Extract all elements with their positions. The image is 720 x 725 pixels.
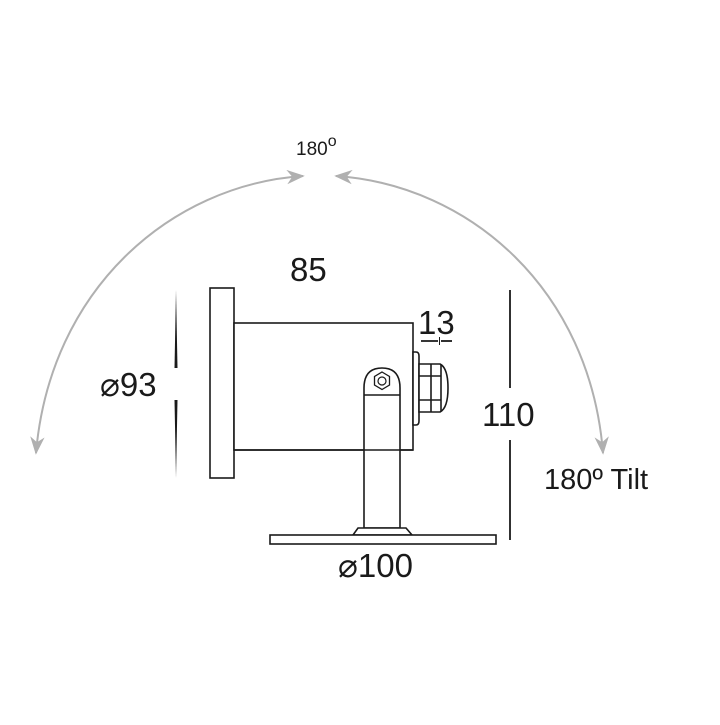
cable-gland xyxy=(418,363,449,413)
face-flange xyxy=(209,287,235,479)
base-diameter-label-100: ⌀100 xyxy=(338,547,413,584)
base-plate xyxy=(269,534,497,545)
degree-symbol: o xyxy=(327,133,337,150)
gland-length-label-13: 13 xyxy=(418,304,455,341)
tilt-label: 180º Tilt xyxy=(544,464,649,496)
face-diameter-label-93: ⌀93 xyxy=(100,366,157,403)
height-label-110: 110 xyxy=(482,396,535,433)
tilt-arc-left xyxy=(30,169,305,455)
tilt-arc-right xyxy=(334,169,609,455)
hex-nut-icon xyxy=(373,371,391,391)
width-label-85: 85 xyxy=(290,251,327,288)
gland-seat xyxy=(412,351,420,426)
light-fitting xyxy=(209,287,497,545)
arc-angle-label: 180o xyxy=(296,134,337,160)
dimension-line-93 xyxy=(174,290,178,478)
arc-angle-value: 180 xyxy=(296,139,328,160)
mounting-arm xyxy=(363,367,401,529)
base-collar xyxy=(351,527,414,536)
dimension-line-13 xyxy=(421,337,452,345)
